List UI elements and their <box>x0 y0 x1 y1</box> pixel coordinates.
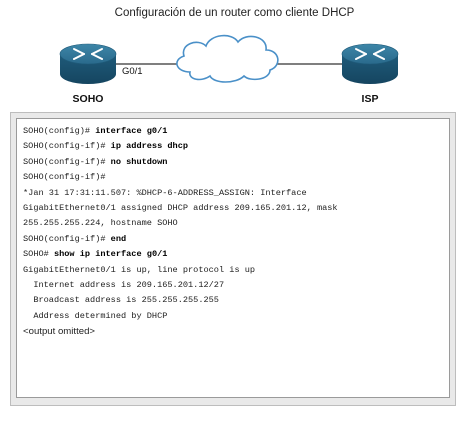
console-text: *Jan 31 17:31:11.507: %DHCP-6-ADDRESS_AS… <box>23 187 307 198</box>
console-command: interface g0/1 <box>95 126 168 136</box>
console-line: <output omitted> <box>23 324 449 339</box>
console-command: show ip interface g0/1 <box>53 249 168 260</box>
console-command: ip address dhcp <box>110 141 189 152</box>
console-line: Address determined by DHCP <box>23 309 449 324</box>
console-text: Internet address is 209.165.201.12/27 <box>23 279 225 290</box>
console-line: *Jan 31 17:31:11.507: %DHCP-6-ADDRESS_AS… <box>23 186 449 201</box>
console-line: SOHO(config-if)# end <box>23 232 449 247</box>
console-text: GigabitEthernet0/1 assigned DHCP address… <box>23 202 338 213</box>
console-text: 255.255.255.224, hostname SOHO <box>23 218 178 229</box>
console-line: SOHO(config-if)# ip address dhcp <box>23 139 449 154</box>
console-line: GigabitEthernet0/1 is up, line protocol … <box>23 263 449 278</box>
console-line: SOHO(config-if)# no shutdown <box>23 155 449 170</box>
console-line: Internet address is 209.165.201.12/27 <box>23 278 449 293</box>
console-prompt: SOHO(config)# <box>23 126 96 136</box>
console-line: Broadcast address is 255.255.255.255 <box>23 293 449 308</box>
console-line: SOHO# show ip interface g0/1 <box>23 247 449 262</box>
console-prompt: SOHO# <box>23 249 54 260</box>
console-text: Broadcast address is 255.255.255.255 <box>23 295 219 306</box>
router-icon-isp <box>341 43 399 84</box>
console-command: no shutdown <box>110 156 168 167</box>
network-topology <box>59 34 399 84</box>
console-line: SOHO(config-if)# <box>23 170 449 185</box>
diagram-title: Configuración de un router como cliente … <box>114 7 355 19</box>
router-label-soho: SOHO <box>72 93 104 105</box>
cloud-icon <box>176 34 279 83</box>
console-text: <output omitted> <box>23 326 96 338</box>
console-line: 255.255.255.224, hostname SOHO <box>23 216 449 231</box>
console-text: Address determined by DHCP <box>23 310 168 321</box>
router-icon-soho <box>59 43 117 84</box>
console-text: GigabitEthernet0/1 is up, line protocol … <box>23 264 256 275</box>
console-line: GigabitEthernet0/1 assigned DHCP address… <box>23 201 449 216</box>
interface-label: G0/1 <box>122 66 143 77</box>
console-prompt: SOHO(config-if)# <box>23 156 111 167</box>
console-prompt: SOHO(config-if)# <box>23 233 111 244</box>
console-command: end <box>110 233 127 244</box>
console-prompt: SOHO(config-if)# <box>23 172 106 183</box>
console-prompt: SOHO(config-if)# <box>23 141 111 152</box>
router-label-isp: ISP <box>361 93 379 105</box>
console-line: SOHO(config)# interface g0/1 <box>23 124 449 139</box>
